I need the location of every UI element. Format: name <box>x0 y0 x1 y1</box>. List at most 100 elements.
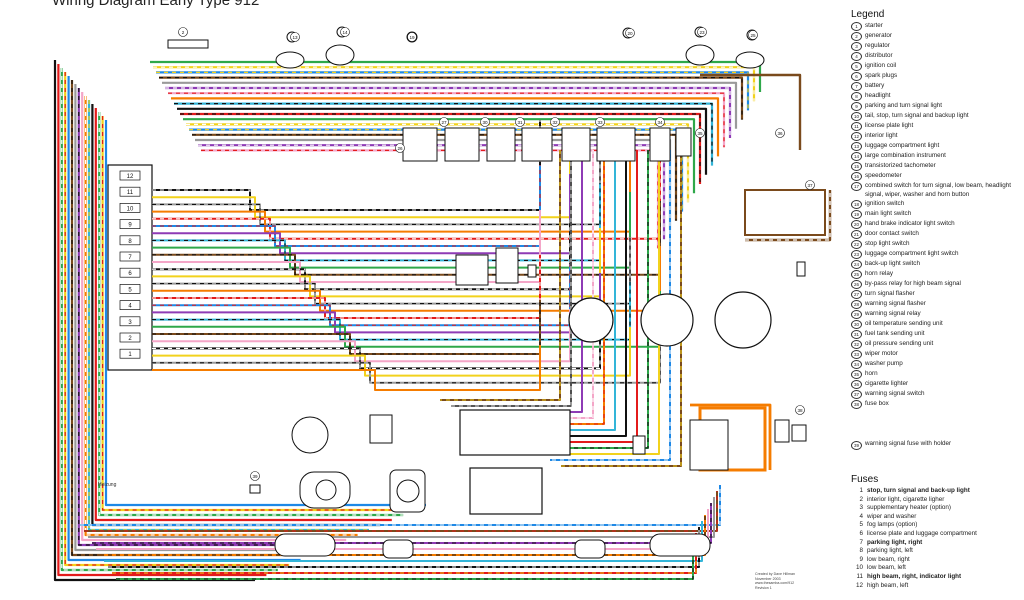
legend-item-text: washer pump <box>865 360 903 368</box>
component-number: 31 <box>517 120 523 125</box>
fuse-item-text: parking light, left <box>867 547 913 555</box>
wire <box>162 81 738 129</box>
legend-item-number: 26 <box>851 280 862 290</box>
legend-item-number: 38 <box>851 400 862 410</box>
fuse <box>119 348 141 359</box>
legend-item-text: transistorized tachometer <box>865 162 936 169</box>
legend-item-number: 2 <box>851 32 862 41</box>
component-number: 36 <box>777 131 783 136</box>
relays-and-switches <box>402 127 692 286</box>
legend-item-text: wiper motor <box>865 350 898 358</box>
fuse-number: 2 <box>128 336 132 342</box>
wire-stripe <box>78 88 335 546</box>
fuse-item-text: stop, turn signal and back-up light <box>867 487 970 494</box>
credit-line: www.thesamba.com/912 <box>755 581 795 585</box>
component-number: 37 <box>807 183 813 188</box>
component-number: 23 <box>699 30 705 35</box>
fuse <box>119 284 141 294</box>
wire-stripe <box>54 60 255 581</box>
fuse-item-text: high beam, left <box>867 581 909 589</box>
component-number-marker <box>480 117 490 127</box>
wire <box>81 92 347 542</box>
fuse-item-number: 4 <box>859 512 863 520</box>
legend-item-number: 6 <box>851 72 862 81</box>
fuse-number: 9 <box>128 223 132 229</box>
fuse <box>119 219 141 229</box>
legend-extra-text: warning signal fuse with holder <box>865 440 952 447</box>
fuse-item-number: 11 <box>856 572 863 580</box>
legend-item-text: cigarette lighter <box>865 380 909 388</box>
credit-line: Revision 1 <box>755 585 772 590</box>
wire <box>550 150 671 461</box>
fuse-item-text: license plate and luggage compartment <box>867 529 977 537</box>
legend-item-text: speedometer <box>865 172 902 179</box>
component-number-marker <box>595 117 605 127</box>
wire <box>94 108 392 522</box>
fuse-item-number: 3 <box>859 504 863 512</box>
heater-label: Heizung <box>98 482 117 488</box>
legend-item-text: combined switch for turn signal, low bea… <box>865 182 1011 199</box>
legend-item-number: 22 <box>851 240 862 250</box>
fuse-number: 4 <box>128 304 132 310</box>
wire-stripe <box>152 282 631 341</box>
wire-stripe <box>80 485 721 526</box>
wire <box>745 190 832 242</box>
legend-item-number: 29 <box>851 310 862 320</box>
legend-item-text: tail, stop, turn signal and backup light <box>865 112 969 119</box>
legend-item-number: 35 <box>851 370 862 380</box>
wire <box>152 183 601 262</box>
legend-item-text: generator <box>865 32 892 39</box>
legend-item-text: starter <box>865 22 883 29</box>
wire-stripe <box>152 120 541 211</box>
component-number-marker <box>250 471 260 481</box>
wire-stripe <box>159 76 743 120</box>
component-number: 38 <box>797 408 803 413</box>
fuse-number: 1 <box>128 352 132 358</box>
legend-item-number: 16 <box>851 172 862 181</box>
wire-stripe <box>152 318 601 369</box>
wire <box>506 150 627 437</box>
component-number: 19 <box>409 35 415 40</box>
component-number-marker <box>695 128 705 138</box>
wire <box>183 118 696 194</box>
lower-components <box>249 189 826 515</box>
fuse-item-text: parking light, right <box>867 538 923 546</box>
legend-item-number: 13 <box>851 142 862 151</box>
wire-stripe <box>152 336 661 384</box>
legend-item-number: 19 <box>851 210 862 220</box>
legend-item-number: 18 <box>851 200 862 210</box>
wire-stripe <box>84 491 718 532</box>
wire-stripe <box>98 112 404 516</box>
fuse-number: 5 <box>128 287 132 293</box>
legend-item-text: door contact switch <box>865 230 919 238</box>
fuse <box>119 170 141 181</box>
legend-item-text: warning signal relay <box>865 310 921 318</box>
legend-item-number: 4 <box>851 52 862 61</box>
wire-stripe <box>168 92 725 148</box>
legend-item-text: horn relay <box>865 270 894 278</box>
fuse <box>119 300 141 310</box>
legend-item-text: fuse box <box>865 400 889 408</box>
